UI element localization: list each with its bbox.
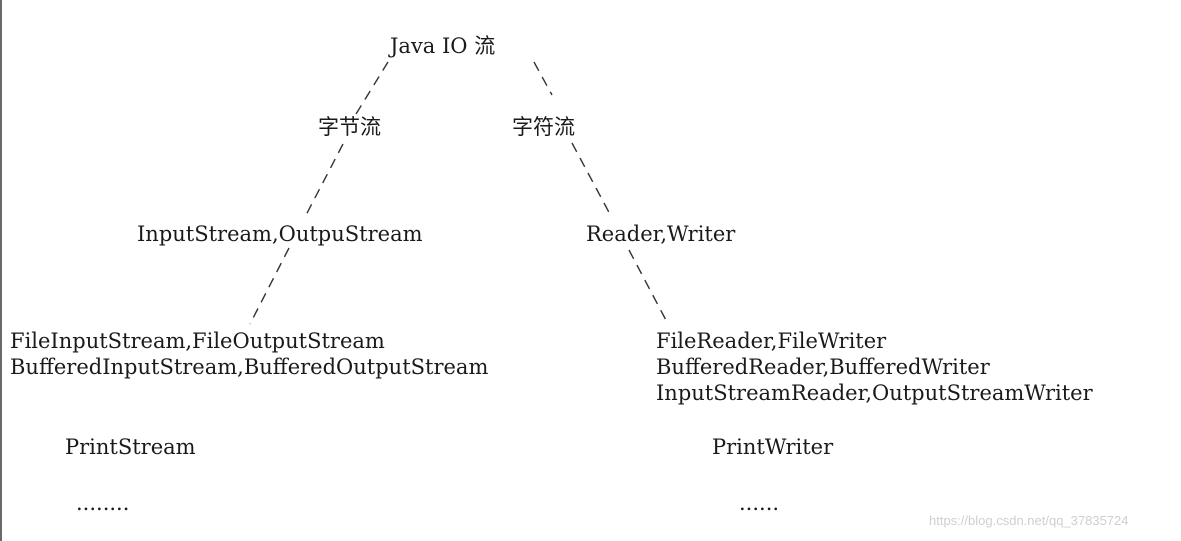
root-suffix: 流 [474, 34, 496, 58]
watermark: https://blog.csdn.net/qq_37835724 [929, 513, 1129, 528]
connector-root-byte [355, 61, 389, 115]
connector-byte-impl [249, 247, 290, 325]
char-stream-label: 字符流 [512, 115, 575, 139]
connector-byte-base [304, 143, 344, 218]
byte-impl-line-2: BufferedInputStream,BufferedOutputStream [10, 355, 489, 379]
connector-char-impl [628, 249, 669, 325]
print-writer-label: PrintWriter [712, 435, 834, 459]
root-node: Java IO 流 [390, 33, 495, 59]
char-ellipsis: ...... [739, 491, 780, 515]
byte-ellipsis: ........ [76, 491, 130, 515]
connector-char-base [571, 142, 613, 219]
char-impl-line-3: InputStreamReader,OutputStreamWriter [656, 381, 1093, 405]
connector-root-char [533, 61, 553, 96]
byte-stream-label: 字节流 [318, 115, 381, 139]
char-impl-line-2: BufferedReader,BufferedWriter [656, 355, 990, 379]
print-stream-label: PrintStream [65, 435, 196, 459]
root-label: Java IO [390, 34, 468, 58]
byte-impl-line-1: FileInputStream,FileOutputStream [10, 329, 385, 353]
char-impl-line-1: FileReader,FileWriter [656, 329, 887, 353]
char-base-classes: Reader,Writer [586, 222, 736, 246]
byte-base-classes: InputStream,OutpuStream [137, 222, 423, 246]
